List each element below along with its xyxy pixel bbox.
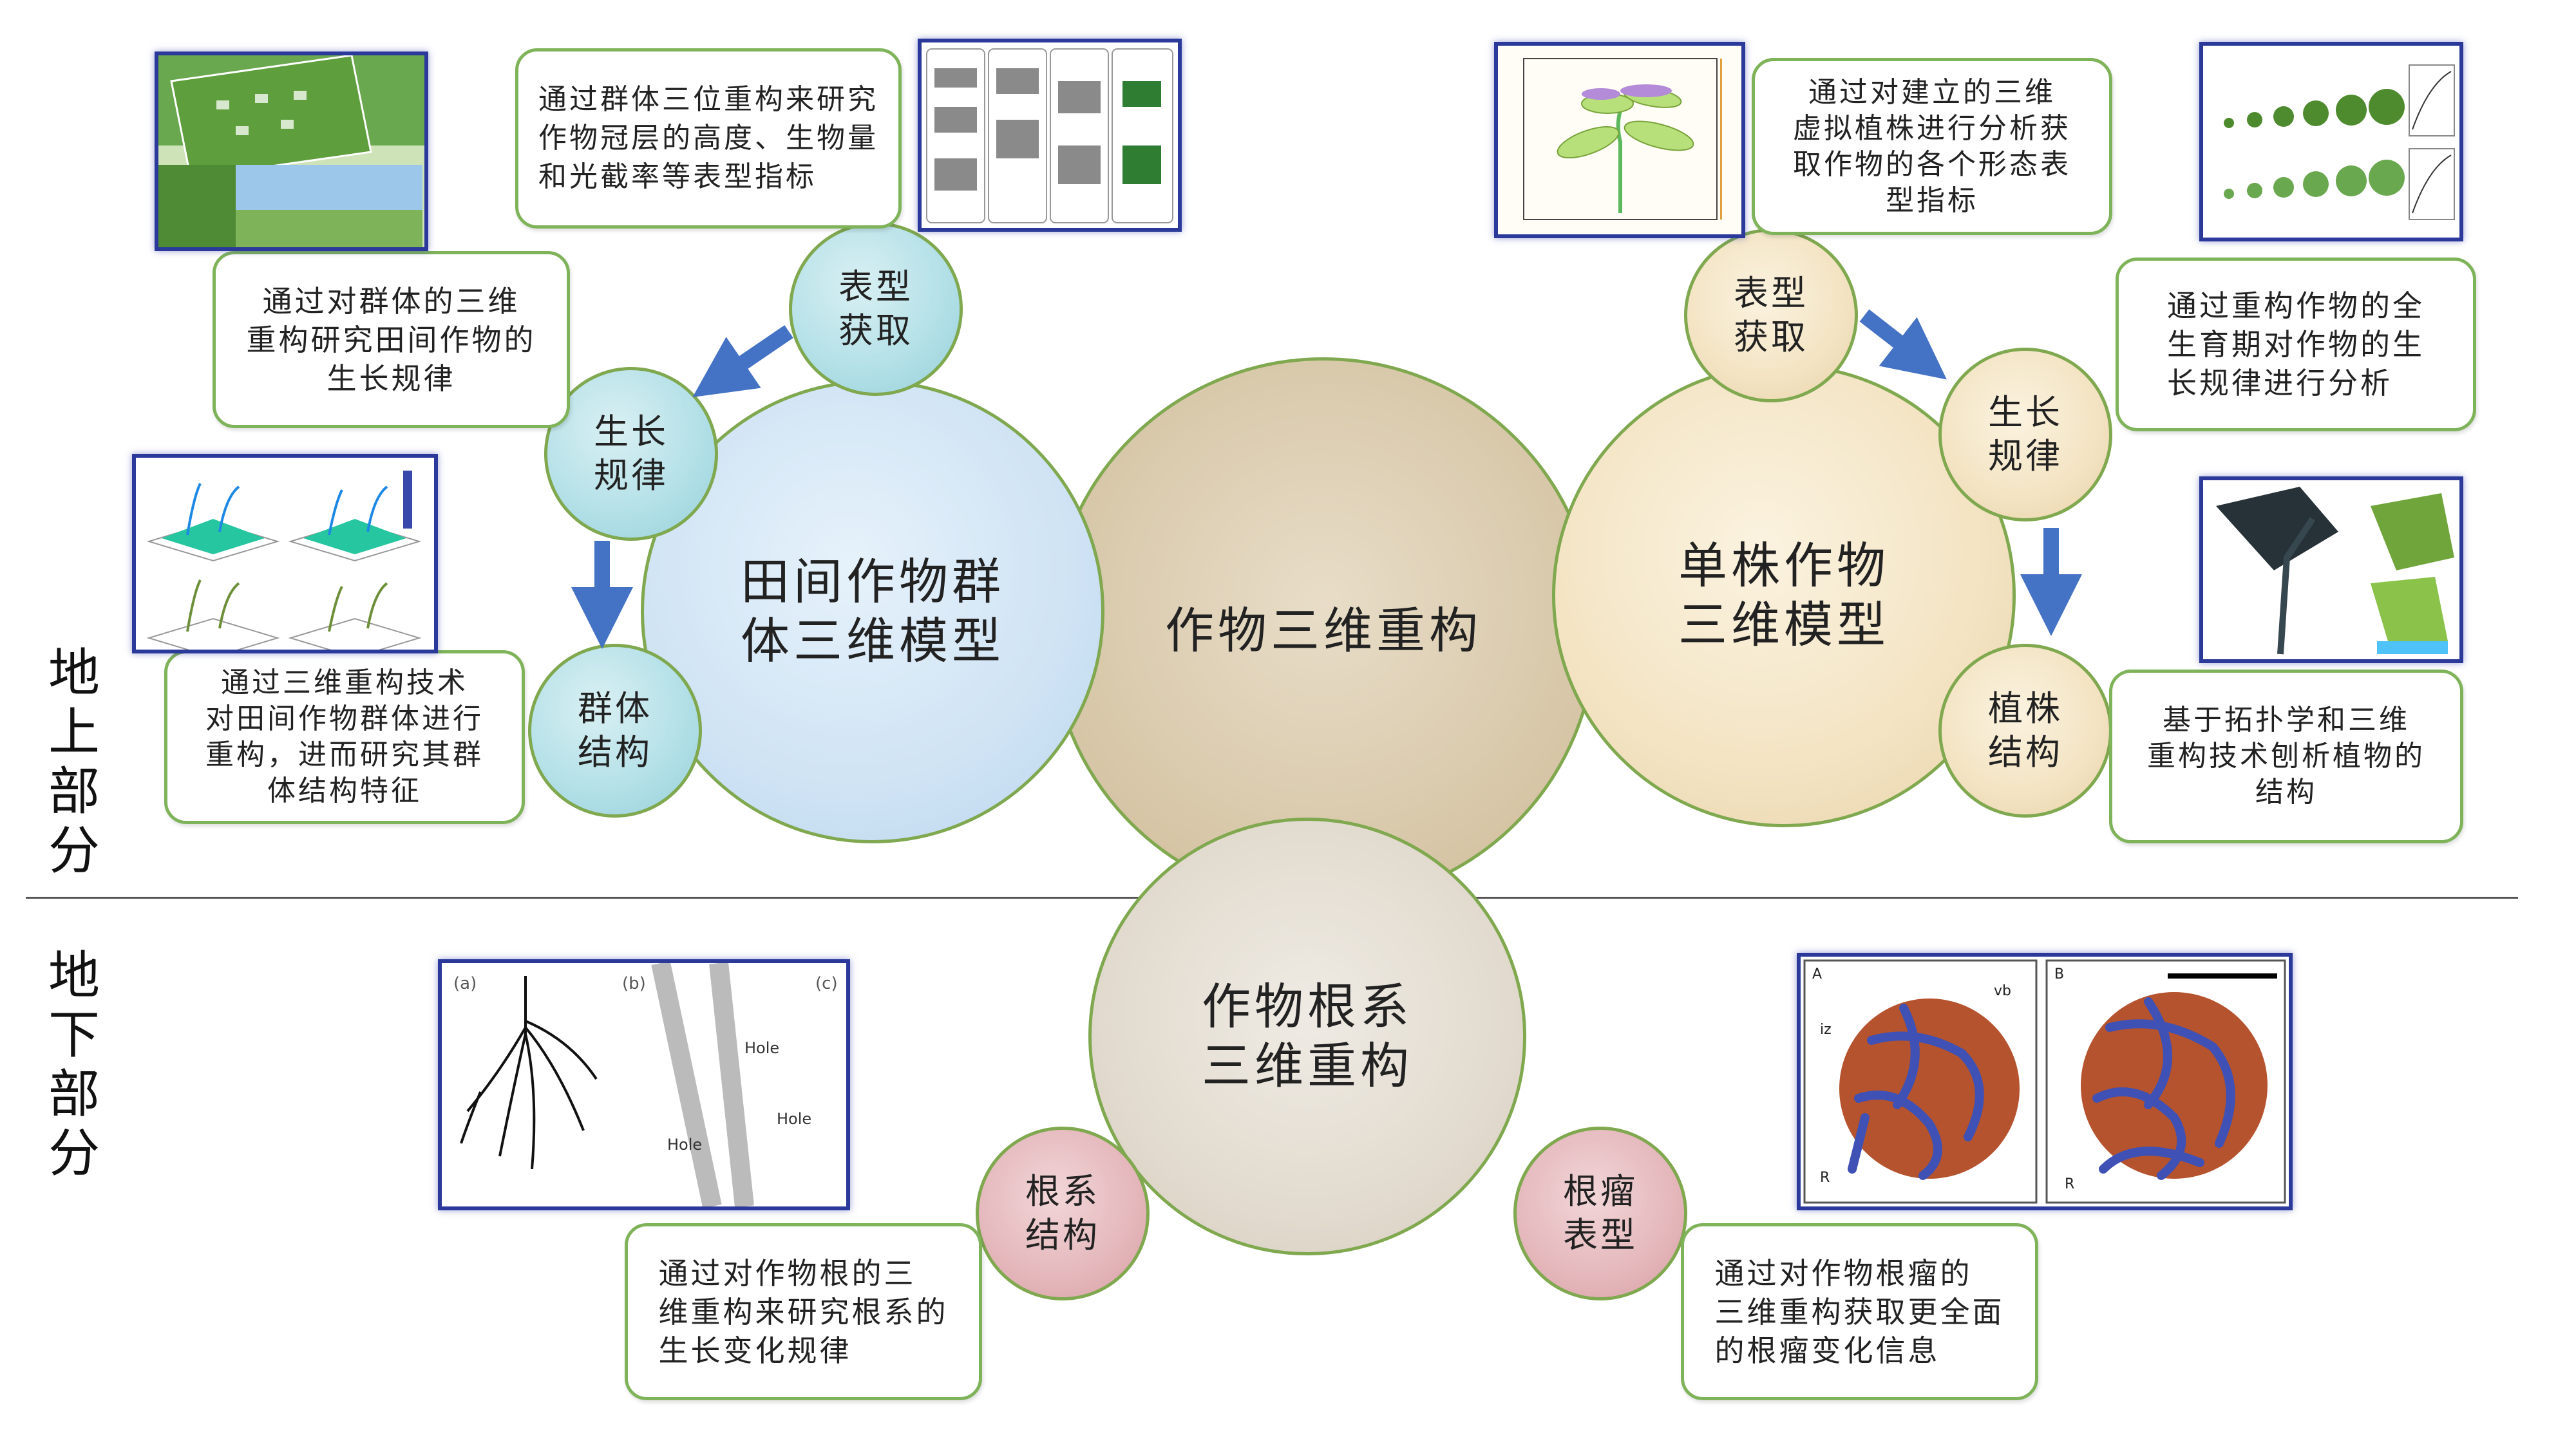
single-plant-topology-thumbnail: [2199, 476, 2463, 663]
nodule-vb-label: vb: [1994, 983, 2011, 999]
nodule-panel-b-label: B: [2054, 966, 2064, 982]
note-single-growth: 通过重构作物的全 生育期对作物的生 长规律进行分析: [2116, 258, 2476, 431]
single-growth-circle: 生长 规律: [1938, 348, 2112, 521]
root-nodule-thumbnail: A B iz vb R R: [1797, 953, 2293, 1210]
root-panel-b-label: (b): [622, 974, 646, 993]
below-ground-label: 地 下 部 分: [48, 946, 100, 1183]
single-growth-stages-thumbnail: [2199, 42, 2463, 241]
above-ground-label: 地 上 部 分: [48, 643, 100, 881]
single-structure-circle: 植株 结构: [1938, 644, 2112, 818]
note-field-growth: 通过对群体的三维 重构研究田间作物的 生长规律: [213, 251, 570, 428]
arrow-field-phenotype-to-growth: [692, 325, 793, 398]
nodule-r-label-a: R: [1820, 1170, 1830, 1186]
note-root-nodule: 通过对作物根瘤的 三维重构获取更全面 的根瘤变化信息: [1681, 1223, 2038, 1400]
root-hole-label-3: Hole: [777, 1110, 811, 1128]
field-model-circle: 田间作物群 体三维模型: [641, 380, 1104, 843]
nodule-iz-label: iz: [1820, 1022, 1832, 1038]
center-circle: 作物三维重构: [1050, 357, 1597, 905]
root-circle: 作物根系 三维重构: [1088, 818, 1526, 1255]
single-plant-3d-thumbnail: [1494, 42, 1745, 238]
root-structure-circle: 根系 结构: [976, 1127, 1150, 1300]
nodule-r-label-b: R: [2065, 1176, 2074, 1192]
root-panel-a-label: (a): [453, 974, 477, 993]
single-phenotype-circle: 表型 获取: [1684, 229, 1858, 402]
note-single-structure: 基于拓扑学和三维 重构技术刨析植物的 结构: [2109, 670, 2463, 843]
field-structure-circle: 群体 结构: [528, 644, 702, 818]
note-root-structure: 通过对作物根的三 维重构来研究根系的 生长变化规律: [625, 1223, 982, 1400]
root-panel-c-label: (c): [815, 974, 838, 993]
field-growth-circle: 生长 规律: [544, 367, 718, 541]
root-hole-label-2: Hole: [667, 1136, 702, 1154]
field-3d-group-thumbnail: [132, 454, 438, 653]
root-hole-label-1: Hole: [744, 1039, 779, 1057]
nodule-panel-a-label: A: [1812, 966, 1822, 982]
note-single-phenotype: 通过对建立的三维 虚拟植株进行分析获 取作物的各个形态表 型指标: [1752, 58, 2112, 235]
field-pipeline-thumbnail: [918, 39, 1182, 232]
root-nodule-circle: 根瘤 表型: [1513, 1127, 1687, 1300]
note-field-structure: 通过三维重构技术 对田间作物群体进行 重构，进而研究其群 体结构特征: [164, 650, 525, 824]
field-phenotype-circle: 表型 获取: [789, 222, 963, 396]
arrow-single-phenotype-to-growth: [1859, 309, 1947, 380]
note-field-phenotype: 通过群体三位重构来研究 作物冠层的高度、生物量 和光截率等表型指标: [515, 48, 902, 229]
field-uav-photo-thumbnail: [155, 52, 428, 251]
root-scan-thumbnail: (a) (b) (c) Hole Hole Hole: [438, 959, 850, 1210]
